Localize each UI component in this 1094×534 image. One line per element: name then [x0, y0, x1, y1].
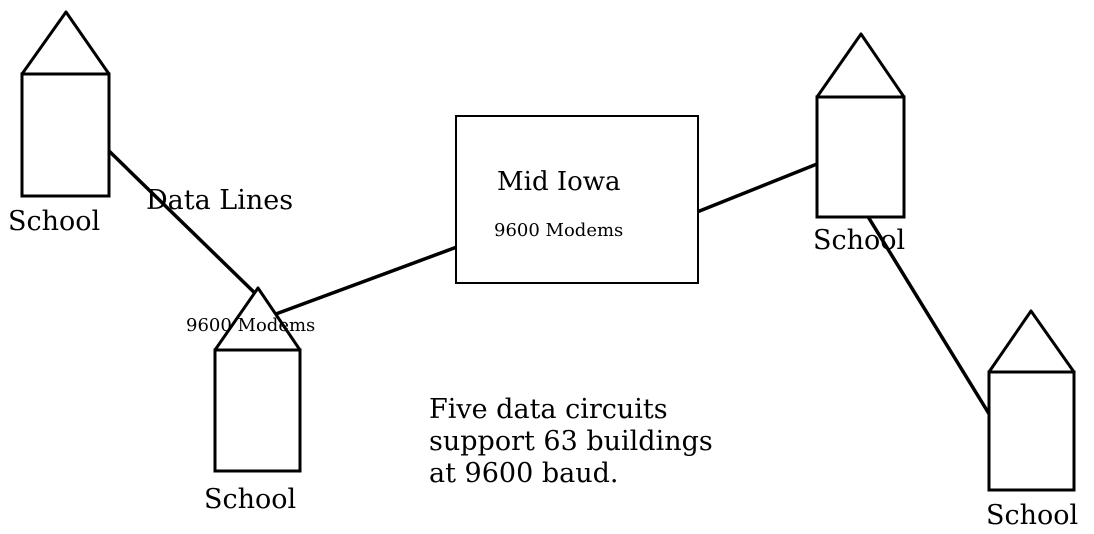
roof-shape [987, 309, 1076, 374]
note-line-2: support 63 buildings [429, 426, 713, 457]
school-building-bottom-right [987, 309, 1076, 492]
school-building-bottom-left [213, 286, 302, 473]
school-building-top-left [20, 10, 111, 198]
relay-modem-label: 9600 Modems [186, 315, 315, 336]
roof-shape [20, 10, 111, 76]
data-line-relay-to-hub [263, 232, 494, 320]
note-line-3: at 9600 baud. [429, 458, 618, 489]
building-body [815, 95, 906, 219]
roof-shape [213, 286, 302, 352]
hub-name: Mid Iowa [497, 167, 621, 197]
note-line-1: Five data circuits [429, 394, 668, 425]
roof-shape [815, 32, 906, 99]
summary-note: Five data circuits support 63 buildings … [429, 394, 713, 489]
school-label-bottom-left: School [204, 484, 296, 515]
hub-modem-label: 9600 Modems [494, 220, 623, 241]
building-body [213, 348, 302, 473]
school-building-top-right [815, 32, 906, 219]
data-line-top-left-school-to-relay [106, 148, 264, 302]
building-body [20, 72, 111, 198]
hub-box [455, 115, 699, 284]
school-label-top-right: School [813, 225, 905, 256]
building-body [987, 370, 1076, 492]
school-label-bottom-right: School [986, 500, 1078, 531]
school-label-top-left: School [8, 206, 100, 237]
data-lines-label: Data Lines [146, 185, 293, 216]
hub-mid-iowa [455, 115, 699, 284]
